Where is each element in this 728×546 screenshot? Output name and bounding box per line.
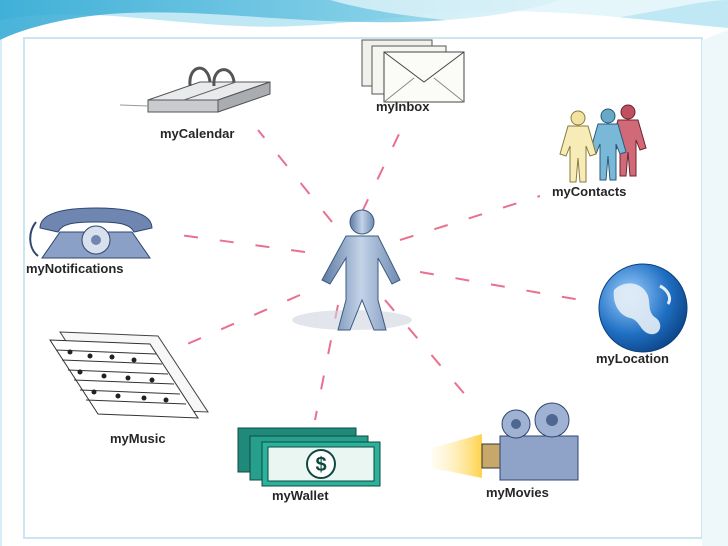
- label-wallet: myWallet: [272, 488, 329, 503]
- people-icon: [559, 104, 647, 183]
- header-wave: [0, 0, 728, 40]
- movie-camera-icon: [432, 402, 579, 481]
- node-labels: myCalendar myInbox myContacts myNotifica…: [26, 99, 669, 503]
- label-notifications: myNotifications: [26, 261, 124, 276]
- label-inbox: myInbox: [376, 99, 430, 114]
- connector-lines: [164, 129, 593, 421]
- envelope-icon: [361, 39, 465, 103]
- telephone-icon: [29, 207, 153, 259]
- sheet-music-icon: [49, 331, 209, 419]
- svg-text:$: $: [315, 454, 326, 476]
- label-calendar: myCalendar: [160, 126, 234, 141]
- label-contacts: myContacts: [552, 184, 626, 199]
- globe-icon: [598, 263, 688, 353]
- calendar-icon: [119, 66, 271, 113]
- label-location: myLocation: [596, 351, 669, 366]
- label-movies: myMovies: [486, 485, 549, 500]
- person-icon: [292, 209, 412, 331]
- label-music: myMusic: [110, 431, 166, 446]
- money-icon: $: [237, 427, 381, 487]
